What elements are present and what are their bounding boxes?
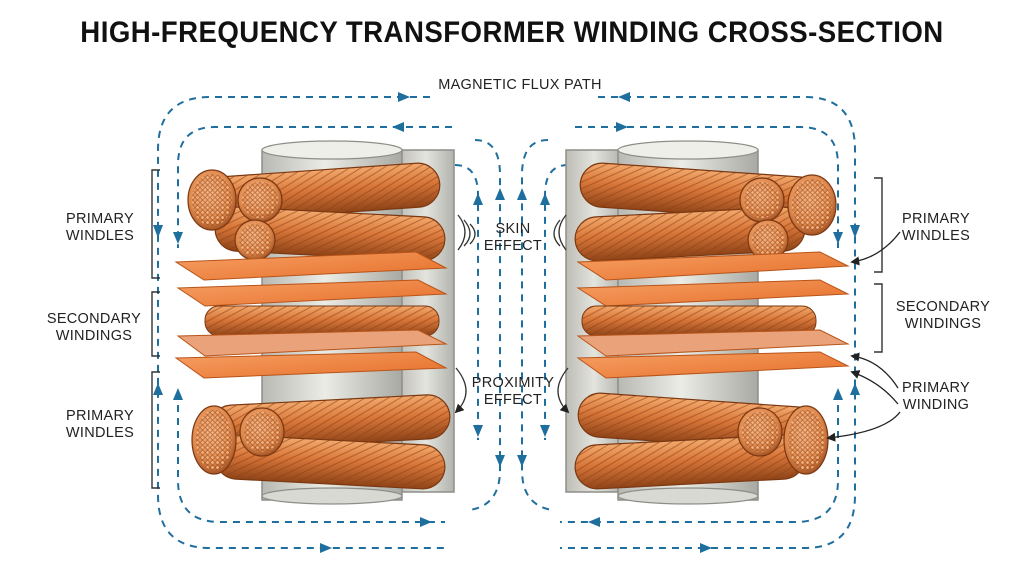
label-brackets [151,169,883,489]
left-secondary-line-2: WINDINGS [55,328,133,344]
left-primary-top-line-2: WINDLES [65,228,135,244]
left-primary-top-windings [187,162,446,262]
right-primary-top-line-1: PRIMARY [902,211,970,227]
right-primary-winding-line-1: PRIMARY [902,380,970,396]
flux-path-label: MAGNETIC FLUX PATH [438,77,602,93]
right-primary-top-windings [574,162,837,262]
skin-effect-line-1: SKIN [495,221,531,237]
diagram-title: HIGH-FREQUENCY TRANSFORMER WINDING CROSS… [80,16,944,49]
proximity-effect-label: PROXIMITY EFFECT [468,375,558,409]
left-primary-top-label: PRIMARY WINDLES [52,211,148,245]
skin-effect-marks [457,214,567,251]
right-transformer [565,140,850,505]
right-primary-winding-label: PRIMARY WINDING [888,380,984,414]
right-primary-bottom-windings [574,392,829,490]
left-primary-top-line-1: PRIMARY [66,211,134,227]
right-primary-winding-line-2: WINDING [902,397,970,413]
proximity-effect-line-1: PROXIMITY [471,375,555,391]
skin-effect-label: SKIN EFFECT [482,221,544,255]
left-secondary-label: SECONDARY WINDINGS [40,311,148,345]
right-secondary-line-1: SECONDARY [895,299,991,315]
left-secondary-line-1: SECONDARY [46,311,142,327]
flux-arrows [153,92,860,553]
right-secondary-label: SECONDARY WINDINGS [888,299,998,333]
left-primary-bottom-line-2: WINDLES [65,425,135,441]
proximity-effect-marks [454,367,570,414]
proximity-effect-line-2: EFFECT [483,392,543,408]
left-transformer [174,140,455,505]
right-primary-top-label: PRIMARY WINDLES [888,211,984,245]
skin-effect-line-2: EFFECT [483,238,543,254]
left-primary-bottom-label: PRIMARY WINDLES [52,408,148,442]
pointer-arrows [826,231,901,442]
right-secondary-line-2: WINDINGS [904,316,982,332]
left-primary-bottom-line-1: PRIMARY [66,408,134,424]
right-primary-top-line-2: WINDLES [901,228,971,244]
left-primary-bottom-windings [191,394,451,490]
